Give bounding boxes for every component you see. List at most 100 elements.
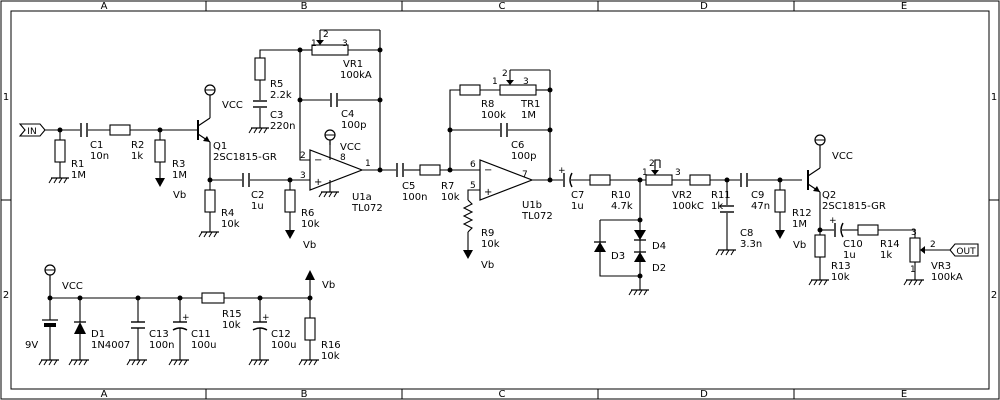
column-label-c: C bbox=[499, 1, 506, 12]
resistor-r16[interactable]: Vb R16 10k bbox=[298, 270, 341, 366]
potentiometer-vr2[interactable]: 1 2 3 VR2 100kC bbox=[642, 159, 704, 212]
svg-text:1k: 1k bbox=[880, 250, 892, 261]
capacitor-c9[interactable]: C9 47n bbox=[740, 173, 770, 212]
svg-text:+: + bbox=[314, 177, 322, 188]
svg-text:100n: 100n bbox=[149, 340, 174, 351]
output-port[interactable]: OUT bbox=[949, 243, 979, 257]
svg-text:R10: R10 bbox=[611, 190, 631, 201]
svg-text:3: 3 bbox=[675, 168, 681, 178]
svg-text:Vb: Vb bbox=[303, 240, 316, 251]
transistor-q1[interactable]: VCC Q1 2SC1815-GR bbox=[197, 84, 277, 163]
column-label-b: B bbox=[301, 1, 308, 12]
capacitor-c6[interactable]: C6 100p bbox=[500, 123, 536, 162]
svg-text:R6: R6 bbox=[301, 208, 314, 219]
diode-d2[interactable]: D2 bbox=[634, 251, 666, 274]
resistor-r8[interactable]: R8 100k bbox=[459, 84, 506, 121]
svg-text:VR3: VR3 bbox=[931, 261, 951, 272]
opamp-u1b[interactable]: − + 6 5 7 U1b TL072 bbox=[470, 159, 553, 222]
svg-text:+: + bbox=[262, 313, 270, 323]
resistor-r1[interactable]: R1 1M bbox=[48, 139, 86, 184]
svg-text:1: 1 bbox=[492, 77, 498, 87]
resistor-r2[interactable]: R2 1k bbox=[109, 124, 144, 162]
potentiometer-vr3[interactable]: 3 2 1 VR3 100kA bbox=[903, 228, 963, 286]
resistor-r12[interactable]: R12 1M Vb bbox=[774, 189, 812, 251]
resistor-r5[interactable]: R5 2.2k bbox=[254, 57, 292, 101]
svg-text:Q1: Q1 bbox=[213, 141, 227, 152]
svg-text:C5: C5 bbox=[402, 181, 415, 192]
svg-text:100p: 100p bbox=[341, 120, 366, 131]
svg-text:100u: 100u bbox=[271, 340, 296, 351]
resistor-r14[interactable]: R14 1k bbox=[857, 224, 900, 261]
svg-text:C10: C10 bbox=[843, 239, 863, 250]
capacitor-c5[interactable]: C5 100n bbox=[396, 163, 427, 203]
svg-text:2: 2 bbox=[930, 240, 936, 250]
column-label-e: E bbox=[901, 1, 907, 12]
svg-text:2.2k: 2.2k bbox=[270, 90, 292, 101]
resistor-r3[interactable]: R3 1M Vb bbox=[154, 139, 187, 201]
potentiometer-vr1[interactable]: 1 2 3 VR1 100kA bbox=[311, 30, 372, 81]
svg-text:100u: 100u bbox=[191, 340, 216, 351]
resistor-r10[interactable]: R10 4.7k bbox=[589, 174, 633, 212]
svg-text:1: 1 bbox=[311, 39, 317, 49]
resistor-r11[interactable]: R11 1k bbox=[689, 174, 731, 212]
capacitor-c2[interactable]: C2 1u bbox=[242, 173, 264, 212]
svg-text:1M: 1M bbox=[172, 170, 187, 181]
svg-text:100kA: 100kA bbox=[340, 70, 372, 81]
svg-text:D1: D1 bbox=[91, 329, 105, 340]
svg-text:VCC: VCC bbox=[222, 100, 243, 111]
svg-text:VCC: VCC bbox=[62, 281, 83, 292]
svg-text:10k: 10k bbox=[481, 239, 500, 250]
resistor-r6[interactable]: R6 10k Vb bbox=[284, 189, 320, 251]
capacitor-c11[interactable]: + C11 100u bbox=[168, 313, 216, 366]
svg-text:D4: D4 bbox=[652, 241, 666, 252]
svg-text:U1a: U1a bbox=[352, 192, 372, 203]
capacitor-c12[interactable]: + C12 100u bbox=[248, 313, 296, 366]
svg-text:R3: R3 bbox=[172, 159, 185, 170]
diode-d4[interactable]: D4 bbox=[634, 230, 666, 252]
svg-text:R12: R12 bbox=[792, 208, 812, 219]
svg-text:1u: 1u bbox=[843, 250, 856, 261]
diode-d3[interactable]: D3 bbox=[594, 241, 625, 262]
capacitor-c4[interactable]: C4 100p bbox=[330, 93, 366, 131]
svg-text:10k: 10k bbox=[301, 219, 320, 230]
svg-text:R15: R15 bbox=[222, 309, 242, 320]
resistor-r13[interactable]: R13 10k bbox=[808, 234, 851, 286]
capacitor-c10[interactable]: + C10 1u bbox=[829, 216, 863, 261]
output-port-label: OUT bbox=[956, 247, 976, 257]
svg-text:3: 3 bbox=[300, 171, 306, 181]
capacitor-c7[interactable]: + C7 1u bbox=[558, 166, 584, 212]
svg-text:5: 5 bbox=[470, 181, 476, 191]
battery-9v[interactable]: VCC 9V bbox=[25, 264, 83, 366]
svg-text:10k: 10k bbox=[221, 219, 240, 230]
diode-d1[interactable]: D1 1N4007 bbox=[68, 321, 130, 366]
svg-text:1k: 1k bbox=[131, 151, 143, 162]
input-port[interactable]: IN bbox=[18, 123, 46, 137]
svg-text:C3: C3 bbox=[270, 110, 283, 121]
resistor-r15[interactable]: R15 10k bbox=[180, 292, 242, 331]
resistor-r7[interactable]: R7 10k bbox=[419, 164, 460, 203]
svg-text:Vb: Vb bbox=[322, 280, 335, 291]
opamp-u1a[interactable]: − + 2 3 1 VCC 8 U1a TL072 bbox=[300, 129, 383, 214]
svg-text:1M: 1M bbox=[792, 219, 807, 230]
capacitor-c8[interactable]: C8 3.3n bbox=[715, 205, 762, 256]
svg-text:100p: 100p bbox=[511, 151, 536, 162]
capacitor-c3[interactable]: C3 220n bbox=[248, 100, 295, 134]
svg-text:TL072: TL072 bbox=[521, 211, 553, 222]
svg-text:47n: 47n bbox=[751, 201, 770, 212]
svg-text:1: 1 bbox=[365, 159, 371, 169]
svg-text:+: + bbox=[182, 313, 190, 323]
svg-text:VCC: VCC bbox=[832, 151, 853, 162]
resistor-r9[interactable]: R9 10k Vb bbox=[462, 199, 500, 271]
svg-text:3: 3 bbox=[911, 228, 917, 238]
transistor-q2[interactable]: VCC Q2 2SC1815-GR bbox=[807, 134, 886, 212]
capacitor-c1[interactable]: C1 10n bbox=[80, 123, 109, 162]
capacitor-c13[interactable]: C13 100n bbox=[126, 321, 174, 366]
svg-text:D3: D3 bbox=[611, 251, 625, 262]
resistor-r4[interactable]: R4 10k bbox=[198, 189, 240, 238]
svg-text:100kA: 100kA bbox=[931, 272, 963, 283]
svg-text:1: 1 bbox=[910, 265, 916, 275]
svg-text:C9: C9 bbox=[751, 190, 764, 201]
svg-text:VCC: VCC bbox=[340, 142, 361, 153]
trimmer-tr1[interactable]: 1 2 3 TR1 1M bbox=[492, 69, 540, 121]
svg-text:C12: C12 bbox=[271, 329, 291, 340]
